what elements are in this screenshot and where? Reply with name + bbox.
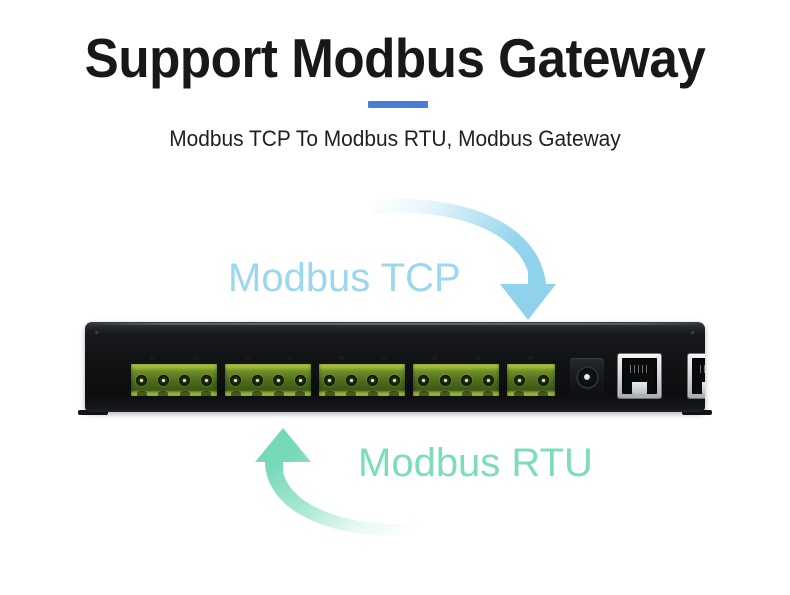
title-divider xyxy=(368,101,428,108)
terminal-block-3 xyxy=(319,356,405,396)
terminal-block-5 xyxy=(507,356,555,396)
terminal-block-1-body xyxy=(131,364,217,396)
device-port-row xyxy=(85,322,705,412)
chassis-top-highlight xyxy=(91,323,699,325)
terminal-screw xyxy=(179,375,191,386)
terminal-block-4-body xyxy=(413,364,499,396)
terminal-screw xyxy=(418,375,430,386)
terminal-block-3-screws xyxy=(319,373,405,388)
modbus-gateway-device xyxy=(78,318,712,418)
terminal-block-2-tabs xyxy=(225,356,311,369)
terminal-block-5-body xyxy=(507,364,555,396)
chassis-screw-right xyxy=(691,331,695,335)
terminal-block-1-scallops xyxy=(131,390,217,396)
device-chassis xyxy=(85,322,705,412)
terminal-screw xyxy=(537,375,549,386)
rj45-port-2-cavity xyxy=(692,358,705,394)
rj45-port-1-key xyxy=(632,382,647,394)
terminal-block-5-scallops xyxy=(507,390,555,396)
chassis-screw-left xyxy=(95,331,99,335)
terminal-screw xyxy=(461,375,473,386)
terminal-block-4 xyxy=(413,356,499,396)
mounting-flange-left xyxy=(78,410,108,415)
terminal-screw xyxy=(251,375,263,386)
rj45-port-1 xyxy=(618,354,661,398)
dc-power-jack xyxy=(570,358,604,396)
terminal-block-4-tabs xyxy=(413,356,499,369)
terminal-screw xyxy=(439,375,451,386)
dc-power-jack-pin xyxy=(584,374,590,380)
mounting-flange-right xyxy=(682,410,712,415)
rj45-port-2 xyxy=(688,354,705,398)
terminal-screw xyxy=(136,375,148,386)
rj45-port-1-pins xyxy=(630,365,649,373)
terminal-block-2-scallops xyxy=(225,390,311,396)
terminal-screw xyxy=(367,375,379,386)
terminal-block-1-tabs xyxy=(131,356,217,369)
rj45-port-2-key xyxy=(702,382,705,394)
flow-label-modbus-rtu: Modbus RTU xyxy=(358,441,593,485)
terminal-block-5-screws xyxy=(507,373,555,388)
terminal-block-1 xyxy=(131,356,217,396)
terminal-block-4-scallops xyxy=(413,390,499,396)
page-subtitle: Modbus TCP To Modbus RTU, Modbus Gateway xyxy=(169,126,621,151)
rj45-port-2-pins xyxy=(700,365,705,373)
terminal-block-5-tabs xyxy=(507,356,555,369)
terminal-screw xyxy=(345,375,357,386)
terminal-screw xyxy=(294,375,306,386)
flow-label-modbus-tcp: Modbus TCP xyxy=(228,256,461,300)
terminal-screw xyxy=(273,375,285,386)
dc-power-jack-barrel xyxy=(575,365,599,389)
terminal-screw xyxy=(513,375,525,386)
terminal-block-1-screws xyxy=(131,373,217,388)
terminal-screw xyxy=(324,375,336,386)
page-title: Support Modbus Gateway xyxy=(84,27,706,89)
terminal-block-3-scallops xyxy=(319,390,405,396)
terminal-block-3-body xyxy=(319,364,405,396)
terminal-screw xyxy=(157,375,169,386)
terminal-screw xyxy=(200,375,212,386)
terminal-block-3-tabs xyxy=(319,356,405,369)
terminal-block-4-screws xyxy=(413,373,499,388)
terminal-screw xyxy=(388,375,400,386)
terminal-screw xyxy=(482,375,494,386)
terminal-block-2-screws xyxy=(225,373,311,388)
terminal-screw xyxy=(230,375,242,386)
terminal-block-2 xyxy=(225,356,311,396)
terminal-block-2-body xyxy=(225,364,311,396)
